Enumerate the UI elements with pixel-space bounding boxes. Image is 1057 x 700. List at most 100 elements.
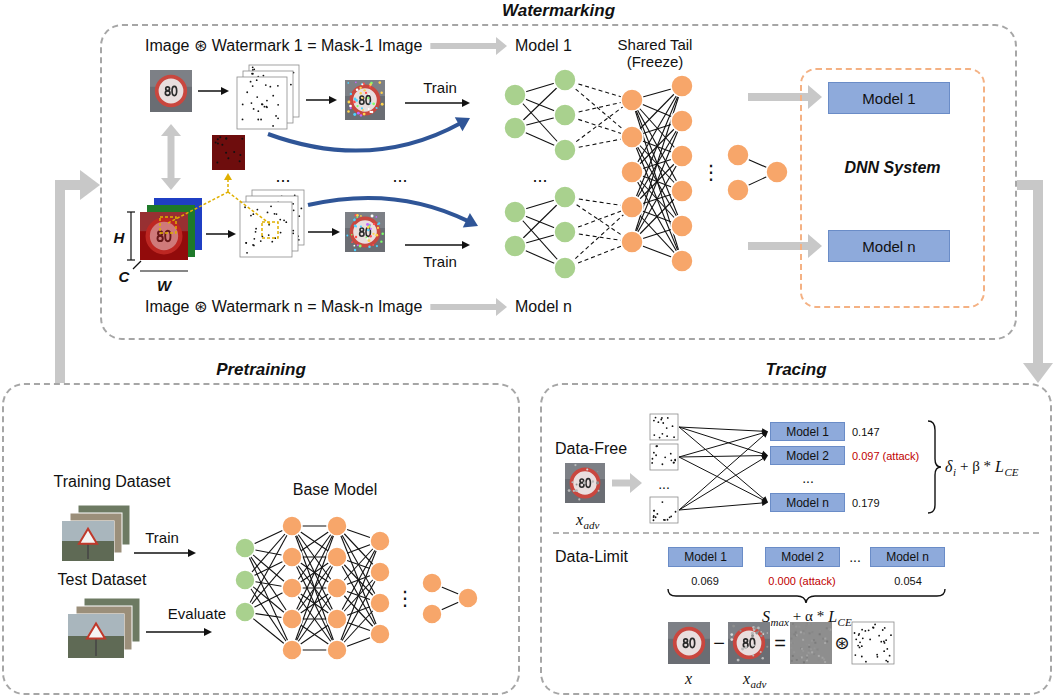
noise-pixel — [790, 642, 792, 644]
neuron — [370, 531, 390, 551]
mask-dot — [670, 516, 672, 518]
neuron — [504, 84, 526, 106]
mask-dot — [272, 95, 274, 97]
noise-pixel — [802, 630, 804, 632]
network-link — [292, 557, 337, 650]
noise-pixel — [814, 647, 816, 649]
mask-dot — [221, 144, 223, 146]
arrowhead — [808, 234, 822, 258]
mask-dot — [241, 138, 243, 140]
image-ground — [150, 70, 192, 112]
pixel-dot — [377, 223, 379, 225]
model-box: Model n — [770, 493, 845, 512]
mask-dot — [878, 635, 880, 637]
math-symbol: x — [685, 670, 692, 688]
mask-dot — [653, 515, 655, 517]
neuron — [327, 516, 347, 536]
arrowhead — [224, 173, 232, 180]
pixel-dot — [766, 646, 768, 648]
pixel-dot — [369, 111, 371, 113]
mask-dot — [861, 656, 863, 658]
noise-pixel — [808, 646, 810, 648]
mask-dot — [245, 242, 247, 244]
neuron — [327, 609, 347, 629]
ellipsis: ... — [532, 166, 547, 187]
model-name: Model n — [886, 551, 929, 563]
neuron — [327, 547, 347, 567]
pixel-dot — [357, 244, 359, 246]
sign-image — [345, 80, 385, 120]
sign-glyph-stroke — [750, 638, 755, 647]
sign-post — [87, 543, 89, 559]
math-subscript: adv — [584, 519, 600, 532]
dimension-label: C — [119, 268, 130, 285]
sign-image — [565, 463, 605, 503]
mask-dot — [868, 629, 870, 631]
pixel-dot — [762, 633, 764, 635]
sign-glyph-stroke — [165, 91, 170, 96]
sign-image — [668, 622, 710, 664]
mask-dot — [277, 104, 279, 106]
mask-dot — [674, 459, 676, 461]
noise-pixel — [795, 631, 797, 633]
double-arrow — [168, 134, 175, 181]
neuron — [554, 69, 576, 91]
sign-glyph-stroke — [360, 100, 364, 104]
arrowhead — [762, 432, 769, 438]
mask-dot — [276, 213, 278, 215]
mask-dot — [256, 209, 258, 211]
mask-dot — [655, 454, 657, 456]
pixel-dot — [368, 239, 371, 242]
pixel-dot — [732, 625, 735, 628]
math-subscript: max — [771, 616, 789, 629]
mask-dot — [268, 234, 270, 236]
mask-dot — [869, 639, 871, 641]
flow-connector — [60, 185, 83, 383]
dimension-label: H — [114, 229, 125, 246]
patch-marker — [262, 222, 278, 238]
mask-dot — [275, 115, 277, 117]
neuron — [370, 624, 390, 644]
mask-dot — [667, 417, 669, 419]
mask-dot — [883, 650, 885, 652]
math-symbol: x — [743, 670, 750, 688]
pixel-dot — [350, 107, 352, 109]
pixel-dot — [576, 484, 578, 486]
math-operator: − — [713, 632, 725, 655]
section-panel: Pretraining — [2, 383, 520, 695]
arrow-line — [308, 231, 334, 233]
noise-pixel — [824, 661, 826, 663]
score-value: 0.054 — [894, 575, 922, 588]
mask-dot — [862, 637, 864, 639]
mask-dot — [279, 219, 281, 221]
noise-pixel — [816, 648, 818, 650]
mask-dot — [253, 108, 255, 110]
pixel-dot — [365, 92, 367, 94]
mask-dot — [652, 458, 654, 460]
noise-pixel — [818, 655, 820, 657]
mask-dot — [293, 209, 295, 211]
evaluate-label: Evaluate — [168, 605, 226, 622]
ellipsis: ... — [802, 470, 814, 486]
pixel-dot — [350, 93, 352, 95]
mask-dot — [874, 624, 876, 626]
model-name: Model n — [862, 239, 915, 254]
pixel-dot — [369, 102, 371, 104]
noise-pixel — [796, 659, 798, 661]
model-name: Model 1 — [786, 426, 829, 438]
noise-pixel — [811, 631, 813, 633]
noise-pixel — [805, 643, 807, 645]
mask-dot — [252, 73, 254, 75]
mask-dot — [660, 419, 662, 421]
math-operator: ⊛ — [834, 633, 849, 654]
pixel-dot — [360, 215, 362, 217]
mask-dot — [257, 119, 259, 121]
watermark-mask — [650, 444, 678, 470]
mask-dot — [663, 519, 665, 521]
network-links — [245, 526, 468, 650]
curved-arrow — [268, 123, 461, 151]
neuron — [504, 117, 526, 139]
noise-pixel — [799, 657, 801, 659]
ellipsis: ⋮ — [701, 161, 721, 184]
noise-pixel — [793, 625, 795, 627]
